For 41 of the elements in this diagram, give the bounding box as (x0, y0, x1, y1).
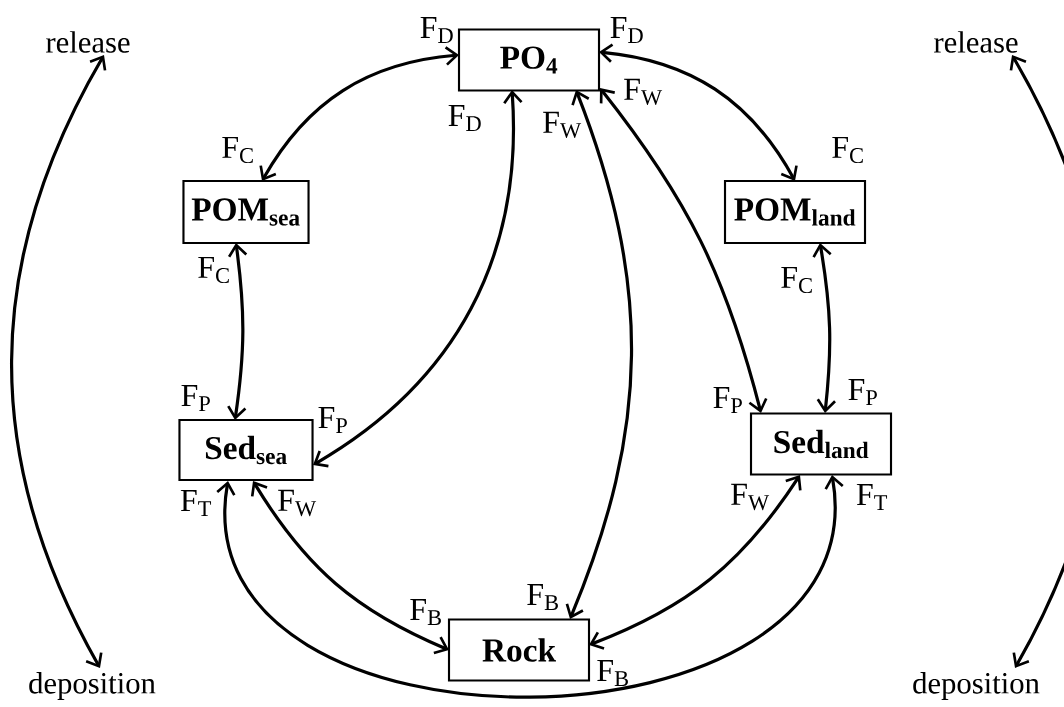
flux-label: F$_{B}$ (527, 584, 558, 610)
arrow (313, 90, 523, 468)
arrow (812, 243, 836, 413)
process-box: Sed$_{sea}$ (178, 418, 314, 482)
arrow (565, 90, 634, 619)
flux-label: F$_{C}$ (222, 136, 253, 164)
flux-label: F$_{P}$ (318, 407, 347, 433)
flux-label: F$_{P}$ (848, 379, 877, 405)
arrow (589, 475, 802, 650)
process-box: POM$_{land}$ (723, 179, 867, 245)
arrow (216, 475, 844, 699)
flux-label: F$_{P}$ (713, 387, 742, 413)
flux-label: F$_{W}$ (543, 111, 582, 139)
arrow (10, 55, 107, 668)
process-label: deposition (29, 672, 156, 700)
arrow (227, 243, 248, 420)
flux-label: F$_{D}$ (610, 17, 643, 43)
flux-label: F$_{D}$ (448, 105, 481, 131)
flux-label: F$_{W}$ (731, 483, 770, 511)
process-box: PO$_{4}$ (457, 28, 601, 92)
flux-label: F$_{C}$ (198, 256, 229, 284)
arrow (599, 88, 768, 413)
process-label: deposition (913, 672, 1040, 700)
flux-label: F$_{T}$ (180, 490, 212, 516)
flux-label: F$_{B}$ (410, 599, 441, 625)
process-label: release (46, 31, 130, 53)
arrow (259, 46, 459, 181)
flux-label: F$_{T}$ (856, 484, 888, 510)
flux-label: F$_{W}$ (624, 78, 663, 106)
arrow (250, 481, 449, 655)
flux-label: F$_{C}$ (781, 266, 812, 294)
flux-label: F$_{B}$ (597, 660, 628, 686)
process-box: Rock (447, 618, 591, 682)
flux-label: F$_{D}$ (420, 17, 453, 43)
process-box: Sed$_{land}$ (749, 412, 893, 476)
flux-label: F$_{P}$ (181, 385, 210, 411)
process-box: POM$_{sea}$ (182, 179, 310, 245)
flux-label: F$_{W}$ (278, 489, 317, 517)
arrow (1009, 55, 1064, 668)
arrow (599, 43, 798, 181)
process-label: release (934, 31, 1018, 53)
